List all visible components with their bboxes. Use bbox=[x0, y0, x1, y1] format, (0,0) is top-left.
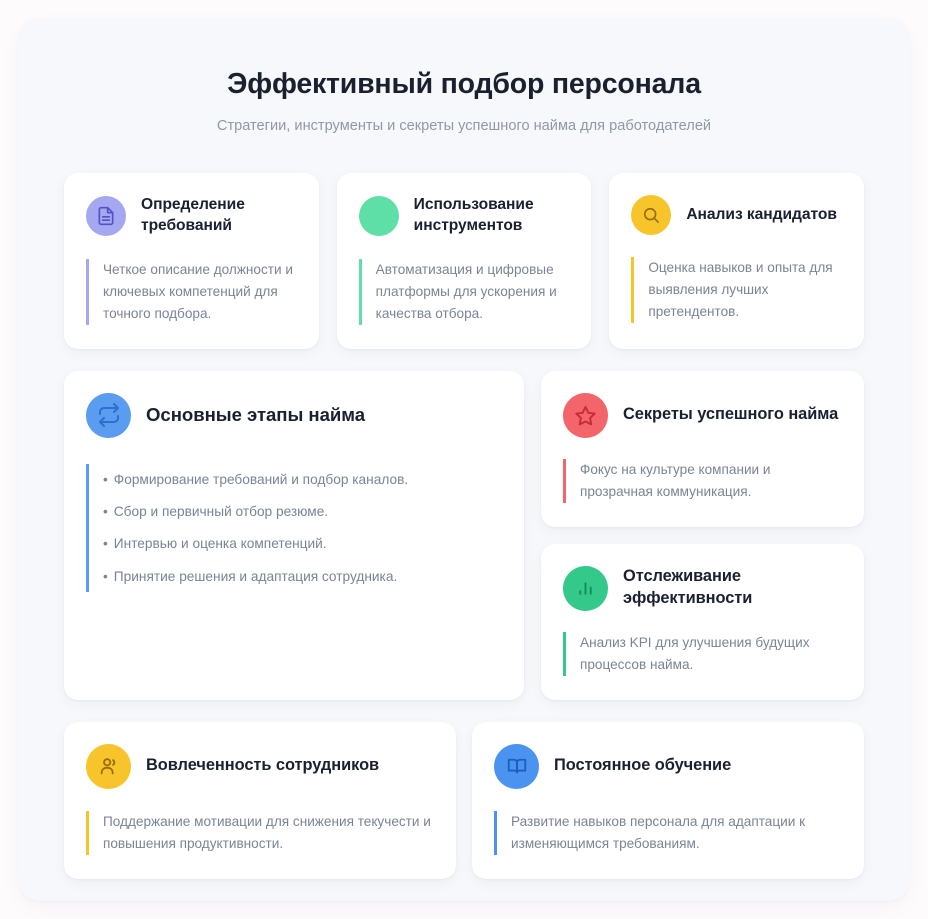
bullet-marker: • bbox=[103, 472, 108, 488]
card-header: Секреты успешного найма bbox=[563, 392, 840, 438]
top-card-row: Определение требований Четкое описание д… bbox=[64, 173, 865, 349]
middle-card-row: Основные этапы найма • Формирование требо… bbox=[64, 370, 864, 700]
bar-chart-icon bbox=[563, 565, 608, 611]
bullet-marker: • bbox=[103, 536, 108, 552]
stages-column: Основные этапы найма • Формирование требо… bbox=[64, 370, 524, 700]
card-header: Отслеживание эффективности bbox=[563, 565, 840, 611]
card-header: Анализ кандидатов bbox=[631, 195, 840, 236]
card-description: Фокус на культуре компании и прозрачная … bbox=[563, 458, 840, 503]
card-title: Вовлеченность сотрудников bbox=[146, 756, 380, 775]
bottom-card-row: Вовлеченность сотрудников Поддержание мо… bbox=[64, 721, 864, 879]
search-icon bbox=[631, 195, 672, 236]
card-header: Основные этапы найма bbox=[86, 392, 500, 438]
card-title: Основные этапы найма bbox=[146, 403, 366, 425]
card-description: Оценка навыков и опыта для выявления луч… bbox=[631, 257, 840, 324]
list-item: • Принятие решения и адаптация сотрудника… bbox=[103, 560, 500, 592]
card-hiring-secrets[interactable]: Секреты успешного найма Фокус на культур… bbox=[541, 370, 864, 527]
list-item-label: Формирование требований и подбор каналов… bbox=[113, 472, 409, 488]
card-title: Отслеживание эффективности bbox=[623, 567, 753, 608]
page-container: Эффективный подбор персонала Стратегии, … bbox=[18, 18, 910, 901]
card-candidate-analysis[interactable]: Анализ кандидатов Оценка навыков и опыта… bbox=[609, 173, 865, 349]
card-description: Четкое описание должности и ключевых ком… bbox=[86, 258, 295, 325]
bullet-marker: • bbox=[103, 568, 108, 584]
list-item-label: Принятие решения и адаптация сотрудника. bbox=[113, 568, 398, 584]
document-icon bbox=[86, 195, 126, 236]
card-description: Анализ KPI для улучшения будущих процесс… bbox=[563, 631, 840, 676]
list-item: • Формирование требований и подбор канало… bbox=[103, 464, 500, 496]
card-description: Развитие навыков персонала для адаптации… bbox=[494, 810, 840, 855]
list-item-label: Интервью и оценка компетенций. bbox=[113, 536, 327, 552]
list-item: • Интервью и оценка компетенций. bbox=[103, 528, 500, 560]
card-title: Постоянное обучение bbox=[554, 756, 732, 775]
blank-circle-icon bbox=[358, 195, 399, 236]
cards-content: Определение требований Четкое описание д… bbox=[18, 173, 910, 879]
star-icon bbox=[563, 392, 608, 438]
card-header: Постоянное обучение bbox=[494, 743, 840, 789]
list-item: • Сбор и первичный отбор резюме. bbox=[103, 496, 500, 528]
card-title: Определение требований bbox=[141, 196, 245, 234]
bullet-marker: • bbox=[103, 504, 108, 520]
card-header: Использование инструментов bbox=[358, 195, 568, 236]
page-title: Эффективный подбор персонала bbox=[227, 68, 701, 100]
card-requirements[interactable]: Определение требований Четкое описание д… bbox=[64, 173, 319, 349]
card-description: Поддержание мотивации для снижения текуч… bbox=[86, 810, 432, 855]
card-header: Определение требований bbox=[86, 195, 295, 236]
card-title: Анализ кандидатов bbox=[686, 205, 837, 223]
list-item-label: Сбор и первичный отбор резюме. bbox=[113, 504, 329, 520]
card-hiring-stages[interactable]: Основные этапы найма • Формирование требо… bbox=[64, 370, 524, 700]
card-title: Секреты успешного найма bbox=[623, 405, 839, 424]
right-column: Секреты успешного найма Фокус на культур… bbox=[541, 370, 864, 700]
card-performance-tracking[interactable]: Отслеживание эффективности Анализ KPI дл… bbox=[541, 543, 864, 700]
card-title: Использование инструментов bbox=[413, 196, 534, 234]
page-subtitle: Стратегии, инструменты и секреты успешно… bbox=[216, 117, 712, 134]
repeat-arrows-icon bbox=[86, 392, 131, 438]
card-employee-engagement[interactable]: Вовлеченность сотрудников Поддержание мо… bbox=[64, 721, 456, 879]
card-header: Вовлеченность сотрудников bbox=[86, 743, 432, 789]
hiring-steps-list: • Формирование требований и подбор канало… bbox=[86, 463, 500, 593]
card-description: Автоматизация и цифровые платформы для у… bbox=[358, 258, 568, 325]
users-icon bbox=[86, 743, 131, 789]
page-header: Эффективный подбор персонала Стратегии, … bbox=[18, 18, 910, 136]
card-continuous-learning[interactable]: Постоянное обучение Развитие навыков пер… bbox=[472, 721, 864, 879]
open-book-icon bbox=[494, 743, 539, 789]
card-tools[interactable]: Использование инструментов Автоматизация… bbox=[336, 173, 592, 349]
